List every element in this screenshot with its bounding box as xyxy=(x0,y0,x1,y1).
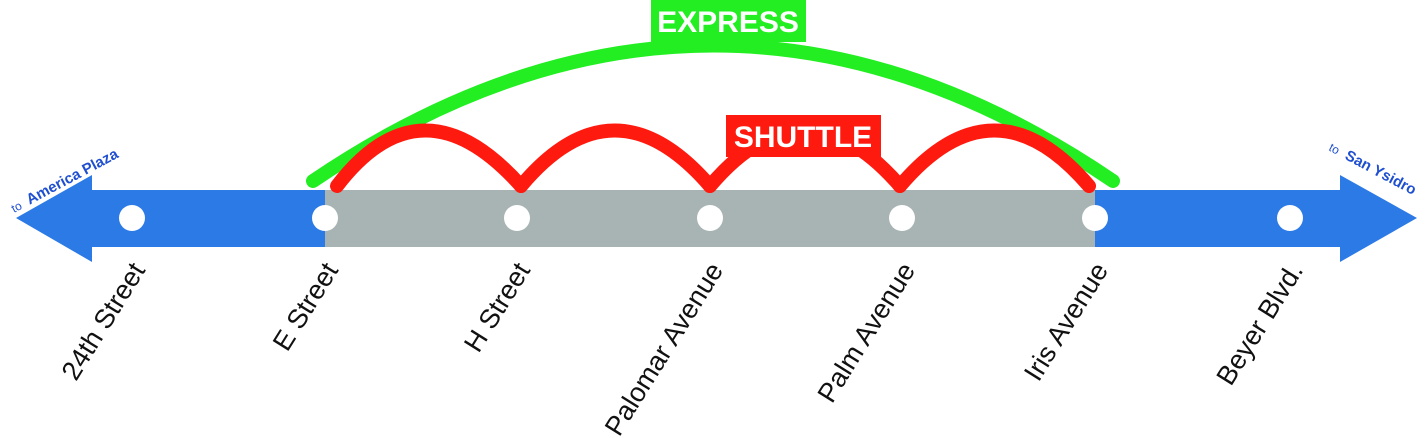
shuttle-route-arcs xyxy=(330,123,1096,193)
station-label: E Street xyxy=(267,257,344,356)
shuttle-arc-segment xyxy=(330,123,528,193)
shuttle-arc-segment xyxy=(514,123,717,193)
station-label: Palm Avenue xyxy=(812,257,921,407)
station-dot xyxy=(1082,205,1108,231)
express-route-arc xyxy=(306,38,1120,188)
express-badge: EXPRESS xyxy=(651,0,806,42)
station-label: 24th Street xyxy=(56,257,152,385)
station-dot xyxy=(504,205,530,231)
station-dot xyxy=(312,205,338,231)
station-labels: 24th Street E Street H Street Palomar Avenu… xyxy=(56,257,1309,438)
station-dots xyxy=(119,205,1303,231)
express-label: EXPRESS xyxy=(657,6,799,39)
shuttle-label: SHUTTLE xyxy=(734,121,872,154)
direction-east-prefix: to xyxy=(1327,140,1343,157)
station-label: Beyer Blvd. xyxy=(1210,257,1309,390)
station-label: Palomar Avenue xyxy=(599,257,729,438)
station-dot xyxy=(1277,205,1303,231)
direction-west-prefix: to xyxy=(9,198,25,215)
station-label: Iris Avenue xyxy=(1018,257,1114,386)
station-label: H Street xyxy=(458,257,536,357)
shuttle-badge: SHUTTLE xyxy=(726,115,881,157)
station-dot xyxy=(119,205,145,231)
express-badge-background xyxy=(651,0,806,42)
shuttle-badge-background xyxy=(726,115,881,157)
station-dot xyxy=(889,205,915,231)
station-dot xyxy=(697,205,723,231)
shuttle-arc-segment xyxy=(893,123,1096,193)
